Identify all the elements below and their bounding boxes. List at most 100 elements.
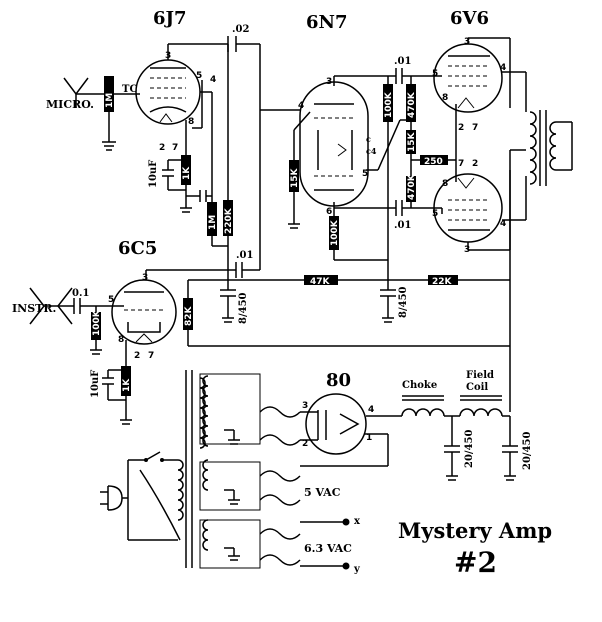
svg-text:15K: 15K	[290, 167, 300, 188]
svg-text:3: 3	[326, 77, 332, 87]
node-y: y	[353, 564, 361, 575]
tube-label-6n7: 6N7	[306, 12, 348, 33]
resistor-100k-b	[329, 216, 339, 250]
svg-text:100K: 100K	[330, 219, 340, 246]
instr-input: INSTR.	[12, 287, 73, 325]
label-5vac: 5 VAC	[304, 486, 341, 499]
resistor-22k	[428, 275, 458, 285]
field-coil: Field Coil	[459, 370, 503, 417]
micro-label: MICRO.	[46, 98, 94, 111]
svg-text:5: 5	[362, 169, 368, 179]
cap-8-450-b: 8/450	[380, 280, 409, 323]
resistor-15k-b	[289, 160, 299, 192]
svg-text:8/450: 8/450	[398, 286, 409, 318]
svg-text:1: 1	[366, 433, 372, 443]
tube-label-80: 80	[326, 370, 351, 391]
svg-text:7: 7	[172, 143, 178, 153]
svg-text:47K: 47K	[310, 277, 331, 287]
tube-6n7: 6N7	[299, 12, 369, 207]
svg-text:3: 3	[142, 273, 148, 283]
resistor-82k	[183, 298, 193, 330]
svg-text:3: 3	[464, 245, 470, 255]
svg-text:4: 4	[298, 101, 304, 111]
svg-text:20/450: 20/450	[522, 432, 533, 470]
svg-text:c4: c4	[366, 146, 377, 156]
micro-input: MICRO.	[46, 77, 108, 111]
svg-text:3: 3	[165, 51, 171, 61]
resistor-220k	[223, 200, 233, 236]
mains-plug	[100, 451, 181, 541]
svg-text:.01: .01	[394, 56, 411, 67]
cap-20-450-b: 20/450	[502, 416, 533, 481]
svg-text:Field: Field	[466, 370, 494, 381]
svg-text:3: 3	[302, 401, 308, 411]
svg-text:2: 2	[472, 159, 478, 169]
tube-label-6v6: 6V6	[450, 8, 489, 29]
svg-text:10uF: 10uF	[90, 370, 101, 398]
svg-text:15K: 15K	[407, 131, 417, 152]
tube-label-6c5: 6C5	[118, 238, 157, 259]
svg-text:5: 5	[108, 295, 114, 305]
tube-80: 80	[305, 370, 367, 455]
svg-text:4: 4	[500, 63, 506, 73]
instr-label: INSTR.	[12, 302, 56, 315]
svg-text:7: 7	[458, 159, 464, 169]
svg-text:2: 2	[302, 439, 308, 449]
svg-text:8/450: 8/450	[238, 292, 249, 324]
power-transformer	[177, 370, 209, 568]
resistor-470k-a	[406, 84, 416, 122]
label-63vac: 6.3 VAC	[304, 542, 352, 555]
svg-text:1M: 1M	[105, 93, 115, 108]
svg-text:7: 7	[148, 351, 154, 361]
svg-text:8: 8	[188, 117, 194, 127]
tc-label: TC	[122, 84, 137, 95]
svg-text:1M: 1M	[208, 215, 218, 230]
svg-text:3: 3	[464, 37, 470, 47]
cap-20-450-a: 20/450	[444, 416, 475, 481]
svg-text:220K: 220K	[224, 207, 234, 234]
svg-text:1K: 1K	[182, 166, 192, 180]
resistor-47k	[304, 275, 338, 285]
svg-text:20/450: 20/450	[464, 430, 475, 468]
svg-text:2: 2	[458, 123, 464, 133]
tube-6v6-upper: 6V6	[433, 8, 503, 113]
resistor-470k-b	[406, 176, 416, 202]
svg-text:4: 4	[368, 405, 374, 415]
winding-63vac	[199, 519, 261, 569]
resistor-100k-c	[91, 312, 101, 340]
svg-text:22K: 22K	[432, 277, 453, 287]
svg-text:1K: 1K	[122, 378, 132, 392]
resistor-1k-b	[121, 366, 131, 396]
svg-text:7: 7	[472, 123, 478, 133]
resistor-15k-a	[406, 130, 416, 154]
svg-text:100K: 100K	[92, 309, 102, 336]
svg-text:.01: .01	[236, 250, 253, 261]
svg-text:5: 5	[432, 69, 438, 79]
tube-envelope-6j7	[135, 59, 201, 125]
svg-text:8: 8	[442, 93, 448, 103]
svg-text:8: 8	[442, 179, 448, 189]
svg-text:82K: 82K	[184, 305, 194, 326]
svg-text:100K: 100K	[384, 91, 394, 118]
svg-text:6: 6	[326, 207, 332, 217]
resistor-1m-volume: 1M TC	[102, 76, 140, 151]
svg-text:2: 2	[134, 351, 140, 361]
svg-text:470K: 470K	[407, 173, 417, 200]
svg-text:.01: .01	[394, 220, 411, 231]
svg-text:470K: 470K	[407, 91, 417, 118]
svg-text:c: c	[366, 134, 371, 144]
svg-text:250: 250	[424, 157, 443, 167]
svg-text:2: 2	[159, 143, 165, 153]
tube-label-6j7: 6J7	[153, 8, 187, 29]
resistor-250	[420, 155, 448, 165]
svg-text:Choke: Choke	[402, 380, 437, 391]
svg-text:4: 4	[500, 219, 506, 229]
svg-text:10uF: 10uF	[148, 160, 159, 188]
title-line-2: #2	[454, 546, 497, 579]
svg-text:4: 4	[210, 75, 216, 85]
tube-6c5: 6C5	[111, 238, 177, 345]
resistor-1m-screen	[207, 202, 217, 236]
svg-text:0.1: 0.1	[72, 288, 89, 299]
